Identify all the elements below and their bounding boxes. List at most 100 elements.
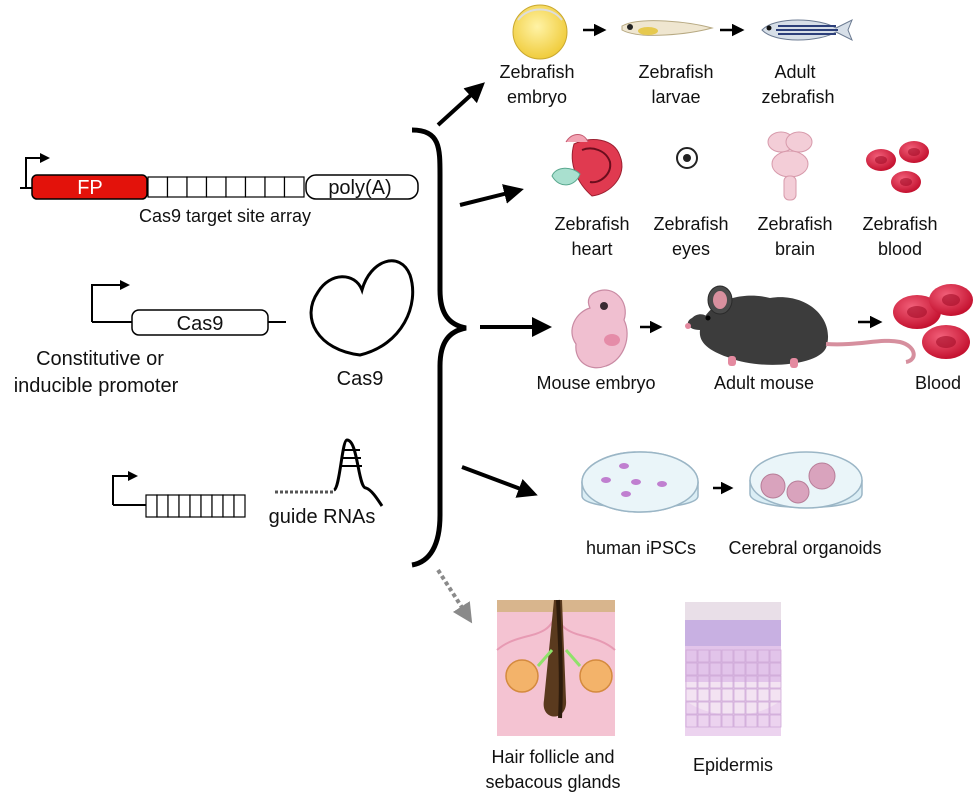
- epidermis-cell: [733, 714, 746, 728]
- arrow-to-zebrafish-tissues: [459, 184, 524, 207]
- epidermis-illustration: [685, 602, 782, 736]
- epidermis-cell: [709, 649, 722, 663]
- arrow-to-zebrafish-stages: [436, 82, 485, 127]
- epidermis-cell: [757, 675, 770, 689]
- epidermis-cell: [721, 701, 734, 715]
- guide-box: [233, 494, 246, 518]
- guide-label: guide RNAs: [269, 506, 376, 528]
- epidermis-cell: [745, 675, 758, 689]
- arrow-to-future-tissues: [436, 568, 473, 624]
- epidermis-cell: [757, 688, 770, 702]
- promoter-arrow-2: [91, 280, 130, 322]
- promoter-label-line1: Constitutive or: [36, 348, 164, 370]
- target-site-box: [186, 176, 208, 198]
- adult-mouse: [685, 285, 916, 368]
- label-epidermis: Epidermis: [693, 755, 773, 775]
- epidermis-cell: [757, 649, 770, 663]
- label-zf-eyes-2: eyes: [672, 239, 710, 259]
- epidermis-cell: [709, 675, 722, 689]
- target-site-box: [283, 176, 305, 198]
- epidermis-cell: [745, 714, 758, 728]
- guide-box: [178, 494, 191, 518]
- label-hair-2: sebacous glands: [485, 772, 620, 792]
- label-zf-heart-2: heart: [571, 239, 612, 259]
- epidermis-cell: [757, 662, 770, 676]
- hair-follicle-illustration: [496, 599, 616, 736]
- label-adult-mouse: Adult mouse: [714, 373, 814, 393]
- target-site-box: [264, 176, 286, 198]
- cas9-construct: Cas9 Constitutive or inducible promoter …: [14, 259, 415, 397]
- epidermis-cell: [769, 701, 782, 715]
- epidermis-cell: [685, 714, 698, 728]
- epidermis-cell: [721, 662, 734, 676]
- epidermis-cell: [769, 675, 782, 689]
- epidermis-cell: [733, 701, 746, 715]
- epidermis-cell: [697, 649, 710, 663]
- guide-box: [189, 494, 202, 518]
- epidermis-cell: [697, 675, 710, 689]
- epidermis-cell: [769, 662, 782, 676]
- zebrafish-embryo: [512, 4, 568, 60]
- guide-box: [145, 494, 158, 518]
- epidermis-cell: [733, 688, 746, 702]
- reporter-construct: FP poly(A) Cas9 target site array: [20, 153, 419, 226]
- fp-box: [31, 174, 148, 200]
- epidermis-cell: [721, 714, 734, 728]
- target-site-box: [244, 176, 266, 198]
- promoter-arrow-1: [25, 153, 50, 188]
- zebrafish-brain: [767, 131, 813, 201]
- epidermis-cell: [709, 714, 722, 728]
- promoter-arrow-3: [112, 471, 138, 505]
- petri-dish-organoids: [749, 451, 863, 509]
- guide-box: [200, 494, 213, 518]
- label-zf-brain-2: brain: [775, 239, 815, 259]
- label-zebrafish-embryo-1: Zebrafish: [499, 62, 574, 82]
- label-mouse-embryo: Mouse embryo: [536, 373, 655, 393]
- mouse-blood-cells: [893, 284, 973, 359]
- curly-brace: [411, 127, 467, 568]
- label-zf-blood-1: Zebrafish: [862, 214, 937, 234]
- epidermis-cell: [709, 688, 722, 702]
- epidermis-cell: [745, 662, 758, 676]
- label-zf-blood-2: blood: [878, 239, 922, 259]
- epidermis-cell: [685, 675, 698, 689]
- label-cerebral-organoids: Cerebral organoids: [728, 538, 881, 558]
- mouse-embryo: [571, 289, 628, 369]
- epidermis-cell: [709, 662, 722, 676]
- epidermis-cell: [745, 701, 758, 715]
- epidermis-cell: [685, 649, 698, 663]
- label-adult-zebrafish-1: Adult: [774, 62, 815, 82]
- epidermis-cell: [721, 649, 734, 663]
- epidermis-cell: [721, 675, 734, 689]
- cas9-protein-shape: [309, 259, 415, 357]
- epidermis-cell: [697, 714, 710, 728]
- guide-construct: guide RNAs: [112, 438, 384, 528]
- epidermis-cell: [697, 688, 710, 702]
- epidermis-cell: [745, 649, 758, 663]
- guide-box: [167, 494, 180, 518]
- label-hair-1: Hair follicle and: [491, 747, 614, 767]
- cas9-protein-label: Cas9: [337, 368, 384, 390]
- polya-label: poly(A): [328, 177, 391, 199]
- petri-dish-ipscs: [581, 451, 699, 513]
- label-zebrafish-larvae-1: Zebrafish: [638, 62, 713, 82]
- fp-label: FP: [77, 177, 103, 199]
- epidermis-cell: [745, 688, 758, 702]
- target-site-box: [147, 176, 169, 198]
- array-label: Cas9 target site array: [139, 206, 311, 226]
- promoter-label-line2: inducible promoter: [14, 375, 179, 397]
- guide-rna-icon: [275, 438, 384, 507]
- epidermis-cell: [769, 649, 782, 663]
- epidermis-cell: [685, 662, 698, 676]
- target-site-array: [147, 176, 305, 198]
- cas9-gene-label: Cas9: [177, 313, 224, 335]
- target-site-box: [225, 176, 247, 198]
- guide-array: [145, 494, 246, 518]
- epidermis-cell: [757, 701, 770, 715]
- label-zebrafish-embryo-2: embryo: [507, 87, 567, 107]
- epidermis-cell: [769, 714, 782, 728]
- zebrafish-heart: [551, 134, 623, 197]
- label-zf-eyes-1: Zebrafish: [653, 214, 728, 234]
- label-zf-brain-1: Zebrafish: [757, 214, 832, 234]
- epidermis-cell: [733, 662, 746, 676]
